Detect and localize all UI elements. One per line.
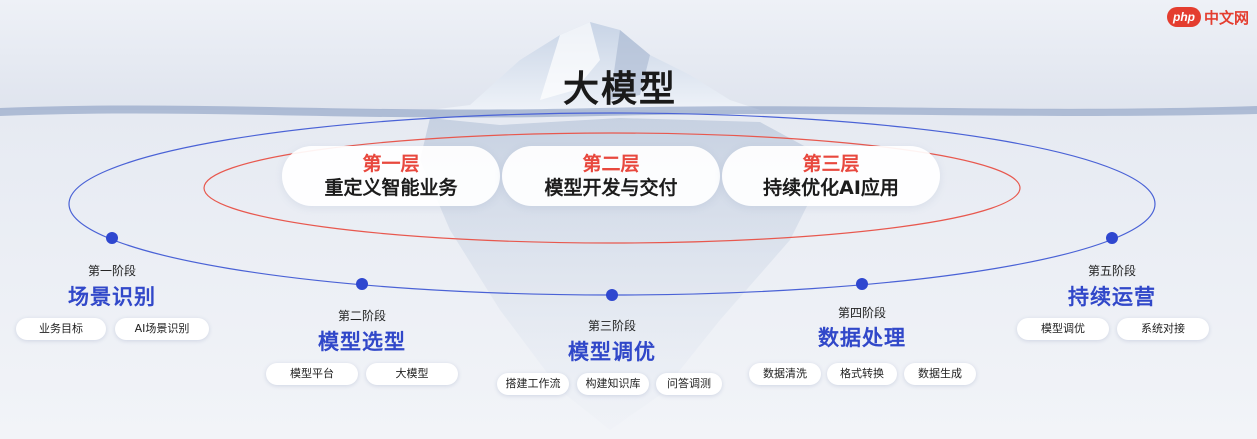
layer-title: 第二层: [582, 153, 640, 175]
watermark-logo: php: [1166, 7, 1201, 27]
stage-label-4: 第四阶段: [837, 306, 886, 320]
layer-title: 第一层: [362, 153, 420, 175]
stage-5-tag: 模型调优: [1017, 318, 1109, 340]
watermark: php 中文网: [1166, 6, 1249, 28]
layer-card-3: 第三层 持续优化AI应用: [722, 146, 940, 206]
stage-label-2: 第二阶段: [337, 309, 386, 323]
diagram-title: 大模型: [562, 69, 677, 110]
stage-4-tag: 数据生成: [904, 363, 976, 385]
layer-desc: 持续优化AI应用: [763, 177, 899, 199]
stage-title-5: 持续运营: [1068, 285, 1156, 309]
stage-label-5: 第五阶段: [1087, 264, 1136, 278]
stage-title-2: 模型选型: [318, 330, 406, 354]
stage-label-3: 第三阶段: [587, 319, 636, 333]
watermark-text: 中文网: [1203, 8, 1249, 27]
layer-desc: 重定义智能业务: [324, 177, 458, 199]
stage-4-tag: 数据清洗: [749, 363, 821, 385]
stage-5-tag: 系统对接: [1117, 318, 1209, 340]
stage-2-tag: 模型平台: [266, 363, 358, 385]
stage-1-tag: AI场景识别: [115, 318, 209, 340]
stage-2-tag: 大模型: [366, 363, 458, 385]
layer-desc: 模型开发与交付: [544, 177, 678, 199]
stage-dot-icon: [356, 278, 368, 290]
stage-dot-icon: [856, 278, 868, 290]
stage-3-tag: 搭建工作流: [497, 373, 569, 395]
stage-dot-icon: [606, 289, 618, 301]
layer-card-1: 第一层 重定义智能业务: [282, 146, 500, 206]
stage-title-4: 数据处理: [818, 326, 906, 350]
layer-card-2: 第二层 模型开发与交付: [502, 146, 720, 206]
stage-label-1: 第一阶段: [87, 264, 136, 278]
stage-3-tag: 构建知识库: [577, 373, 649, 395]
stage-title-3: 模型调优: [568, 340, 656, 364]
stage-1-tag: 业务目标: [16, 318, 106, 340]
stage-dot-icon: [106, 232, 118, 244]
stage-4-tag: 格式转换: [827, 363, 897, 385]
stage-title-1: 场景识别: [68, 285, 156, 309]
layer-title: 第三层: [802, 153, 860, 175]
stage-3-tag: 问答调测: [656, 373, 722, 395]
stage-dot-icon: [1106, 232, 1118, 244]
